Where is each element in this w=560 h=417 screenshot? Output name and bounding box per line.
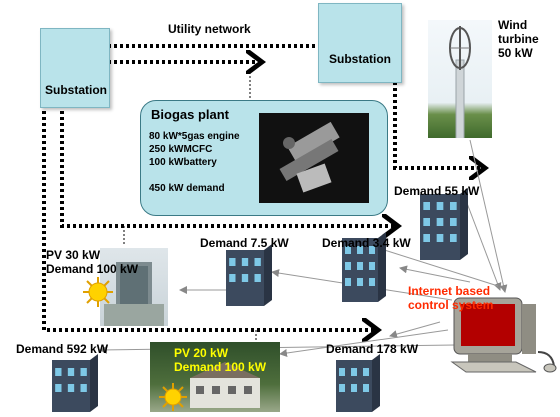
building-window [357, 246, 363, 254]
wind-label-line3: 50 kW [498, 46, 533, 60]
pv20-label: PV 20 kW Demand 100 kW [174, 346, 266, 374]
building-window [357, 278, 363, 286]
pv30-building-image [100, 248, 168, 326]
control-label-line2: control system [408, 298, 494, 312]
pv30-label-line1: PV 30 kW [46, 248, 101, 262]
demand-592-label: Demand 592 kW [16, 342, 109, 356]
building-window [363, 384, 369, 392]
pv20-building-image [150, 342, 280, 412]
building-window [363, 368, 369, 376]
wind-label-line1: Wind [498, 18, 528, 32]
building-window [450, 234, 457, 242]
demand-55-label: Demand 55 kW [394, 184, 480, 198]
building-window [241, 258, 249, 266]
line-right-substation-to-demand55 [393, 82, 485, 168]
sun-icon-bottom [159, 383, 187, 411]
building-window [67, 384, 75, 392]
building-icon [336, 354, 380, 412]
biogas-line2: 250 kWMCFC [149, 144, 213, 155]
building-demand-55 [420, 188, 468, 265]
pv20-label-line2: Demand 100 kW [174, 360, 267, 374]
building-demand-3-4 [342, 232, 386, 307]
building-window [369, 246, 375, 254]
building-demand-7-5 [226, 244, 272, 311]
building-window [436, 202, 444, 210]
pv30-label: PV 30 kW Demand 100 kW [46, 248, 138, 276]
building-window [254, 258, 261, 266]
biogas-line3: 100 kWbattery [149, 157, 217, 168]
building-window [369, 262, 375, 270]
building-window [229, 274, 236, 282]
biogas-line4: 450 kW demand [149, 183, 225, 194]
building-window [345, 262, 351, 270]
building-window [450, 218, 457, 226]
pv20-label-line1: PV 20 kW [174, 346, 229, 360]
building-window [450, 202, 457, 210]
biogas-plant-box: Biogas plant 80 kW*5gas engine 250 kWMCF… [140, 100, 388, 216]
building-icon [52, 354, 98, 412]
pv30-label-line2: Demand 100 kW [46, 262, 139, 276]
building-window [351, 384, 357, 392]
building-window [55, 384, 62, 392]
building-window [345, 246, 351, 254]
building-window [351, 368, 357, 376]
building-window [339, 384, 345, 392]
demand-7-5-label: Demand 7.5 kW [200, 236, 289, 250]
building-window [369, 278, 375, 286]
wind-turbine-icon [449, 26, 471, 138]
building-icon [226, 244, 272, 306]
utility-network-label: Utility network [168, 22, 251, 36]
building-window [67, 368, 75, 376]
computer-icon [450, 297, 557, 373]
substation-right: Substation [318, 3, 402, 83]
building-window [55, 368, 62, 376]
substation-right-label: Substation [329, 52, 391, 66]
building-window [436, 234, 444, 242]
building-window [423, 234, 430, 242]
demand-178-label: Demand 178 kW [326, 342, 419, 356]
biogas-title: Biogas plant [151, 107, 230, 122]
demand-3-4-label: Demand 3.4 kW [322, 236, 411, 250]
building-window [229, 258, 236, 266]
substation-left-label: Substation [45, 83, 107, 97]
building-window [345, 278, 351, 286]
building-window [436, 218, 444, 226]
line-to-bottom-row [42, 105, 378, 330]
line-to-demand-row [60, 105, 398, 226]
building-icon [420, 188, 468, 260]
building-window [241, 274, 249, 282]
substation-left: Substation [40, 28, 110, 108]
wind-label: Wind turbine 50 kW [498, 18, 539, 60]
control-system-label: Internet based control system [408, 284, 493, 312]
building-icon [342, 232, 386, 302]
building-window [357, 262, 363, 270]
building-window [423, 218, 430, 226]
building-demand-592 [52, 354, 98, 417]
wind-label-line2: turbine [498, 32, 539, 46]
biogas-plant-image [259, 113, 369, 203]
building-window [339, 368, 345, 376]
building-window [80, 368, 87, 376]
sun-icon [83, 277, 113, 307]
biogas-line1: 80 kW*5gas engine [149, 131, 240, 142]
control-label-line1: Internet based [408, 284, 491, 298]
utility-network-lines [42, 44, 485, 330]
building-window [254, 274, 261, 282]
building-window [80, 384, 87, 392]
building-demand-178 [336, 354, 380, 417]
wind-turbine-image [428, 20, 492, 138]
building-window [423, 202, 430, 210]
